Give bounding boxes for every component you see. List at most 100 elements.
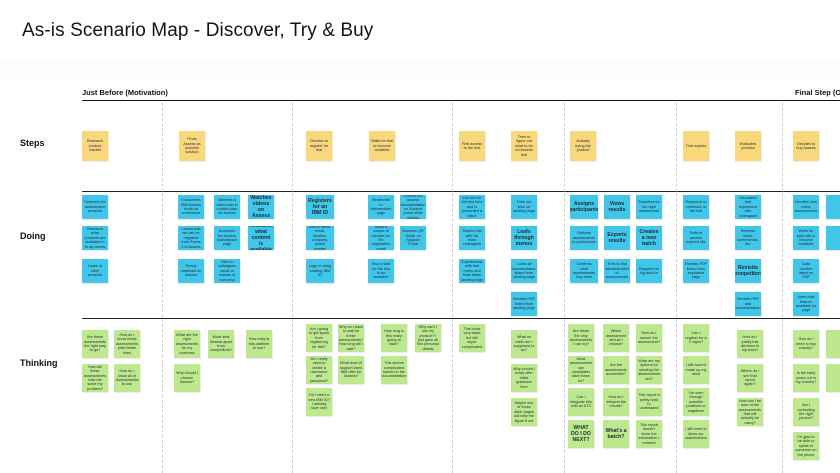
thinking-note: How do I know all of Assessments to use xyxy=(114,364,140,392)
thinking-note: How will these assessments help me solve… xyxy=(82,364,108,392)
doing-note-partial xyxy=(826,226,840,250)
doing-note: Exits to access expired site xyxy=(683,226,709,250)
thinking-note: Do I really need to create a username an… xyxy=(306,356,332,384)
stage-divider xyxy=(564,103,565,473)
doing-note: Creates a new batch xyxy=(636,226,662,250)
doing-note: Responds to extension of the trial xyxy=(683,195,709,219)
step-note: Waits for trial to become available xyxy=(369,131,395,161)
step-note: Evaluates process xyxy=(735,131,761,161)
doing-note: Registers for an IBM ID xyxy=(306,195,334,219)
doing-note: Logs in on trial and for the first time … xyxy=(459,195,485,219)
thinking-note: Where do I see that report again? xyxy=(737,364,763,392)
doing-note: Logs in using existing IBM ID xyxy=(306,259,334,283)
thinking-note: I still haven't made up my mind xyxy=(683,356,709,384)
thinking-note: Maybe one of those other pages will help… xyxy=(511,398,537,426)
thinking-note: What level of support does IBM offer for… xyxy=(338,356,364,384)
thinking-note: Am I contacting the right person? xyxy=(793,398,819,426)
thinking-note: Can I integrate this with an ATS xyxy=(568,388,594,416)
header-divider xyxy=(0,60,840,80)
row-divider-doing xyxy=(82,318,840,319)
thinking-note: How do I know these assessments yield be… xyxy=(114,330,140,358)
doing-note: Encounters IBM Assess booth at conferenc… xyxy=(178,195,204,219)
phase-end-label: Final Step (O xyxy=(795,88,840,97)
doing-note: Ready materials on Assess xyxy=(178,259,204,283)
thinking-note: What on earth am I supposed to do? xyxy=(511,330,537,358)
step-note: Decides to register for trial xyxy=(306,131,332,161)
thinking-note: What's a batch? xyxy=(603,420,629,448)
doing-note: Revisits PDF and documentation xyxy=(735,292,761,316)
thinking-note-partial xyxy=(826,330,840,358)
thinking-note: Is the early years out in my country? xyxy=(793,364,819,392)
doing-note: Tries out links on landing page xyxy=(511,195,537,219)
thinking-note: How do I justify this decision to my bos… xyxy=(737,330,763,358)
doing-note: Assigns participants xyxy=(570,195,598,219)
thinking-note: How do I need to buy exactly? xyxy=(793,330,819,358)
doing-note: Redirected to intermediate page xyxy=(368,195,394,219)
thinking-note: What are the right assessments for my bu… xyxy=(174,330,200,358)
row-label-doing: Doing xyxy=(20,231,46,241)
doing-note: Required to log back in xyxy=(636,259,662,283)
stage-divider xyxy=(292,103,293,473)
row-label-thinking: Thinking xyxy=(20,358,58,368)
doing-note: Research what products are available to … xyxy=(82,226,108,250)
page-title: As-is Scenario Map - Discover, Try & Buy xyxy=(22,20,374,41)
thinking-note-partial xyxy=(826,364,840,392)
doing-note: Views results xyxy=(604,195,630,219)
step-note: First access to the trial xyxy=(459,131,485,161)
step-note: Decides to buy Assess xyxy=(793,131,819,161)
thinking-note: Am I going to get spam from registering … xyxy=(306,324,332,352)
thinking-note: How can I be sure of the assessments tha… xyxy=(737,398,763,426)
thinking-note: Do I need a new IBM ID? I already have o… xyxy=(306,388,332,416)
thinking-note: This report doesn't show the information… xyxy=(636,420,662,448)
thinking-note: This seems complicated based on the docu… xyxy=(381,356,407,384)
doing-note: Enters name, email, location, company, p… xyxy=(306,226,334,250)
doing-note: Shares trial with his team colleagues xyxy=(459,226,485,250)
stage-divider xyxy=(676,103,677,473)
thinking-note: How long is this really going to take? xyxy=(381,324,407,352)
thinking-note: This looks very basic but still super co… xyxy=(459,324,485,352)
doing-note: Tries to find administration of assessme… xyxy=(604,259,630,283)
stage-divider xyxy=(452,103,453,473)
stage-divider xyxy=(782,103,783,473)
phase-timeline xyxy=(82,100,840,101)
thinking-note: This report is pretty hard to understand xyxy=(636,388,662,416)
doing-note: Searches for the right assessment xyxy=(636,195,662,219)
thinking-note: Why should I really offer initial guidan… xyxy=(511,364,537,392)
step-note: Research product market xyxy=(82,131,108,161)
doing-note: Waits for paid site to become available xyxy=(793,226,819,250)
thinking-note: WHAT DO I DO NEXT? xyxy=(568,420,594,448)
thinking-note: Which assessment should I choose? xyxy=(603,324,629,352)
doing-note: Learns that we can be migrated from Purv… xyxy=(178,226,204,250)
thinking-note: How easy is this platform to use? xyxy=(246,330,272,358)
thinking-note: Why can't I use my product? I just gave … xyxy=(415,324,441,352)
doing-note: Looks at documentation linked from landi… xyxy=(511,259,537,283)
doing-note: Revisits competitors xyxy=(735,259,761,283)
doing-note: Has to wait for the trial to be availabl… xyxy=(368,259,394,283)
thinking-note: How do I interpret the results? xyxy=(603,388,629,416)
thinking-note: Are these the only assessments I can try… xyxy=(568,324,594,352)
doing-note: Browses QR Guide on Support Portal xyxy=(400,226,426,250)
thinking-note: Are these assessments the right way to g… xyxy=(82,330,108,358)
doing-note: Revisits PDF linked from landing page xyxy=(511,292,537,316)
phase-start-label: Just Before (Motivation) xyxy=(82,88,168,97)
doing-note: Accesses the Assess Marketplace page xyxy=(214,226,240,250)
doing-note: Experiments with trial menu and finds bl… xyxy=(459,259,485,283)
thinking-note: Why do I have to wait for these assessme… xyxy=(338,324,364,352)
doing-note: Exports results xyxy=(604,226,630,250)
doing-note: Reviews notes, screenshots, etc. xyxy=(735,226,761,250)
step-note: Tries to figure out what to do on Assess… xyxy=(511,131,537,161)
thinking-note: What are my options for sending the asse… xyxy=(636,356,662,384)
doing-note: Watches videos on Assess xyxy=(248,195,274,219)
doing-note: Research what content is available xyxy=(248,226,274,250)
thinking-note: What assessments can candidates take the… xyxy=(568,356,594,384)
doing-note-partial xyxy=(826,195,840,219)
doing-note: Calls number listed on PDF xyxy=(793,259,819,283)
doing-note: Checks out Assess documentation on Suppo… xyxy=(400,195,426,219)
step-note: Finds Assess as possible solution xyxy=(179,131,205,161)
doing-note: Talks to colleagues inside or outside of… xyxy=(214,259,240,283)
doing-note: Looks at other products xyxy=(82,259,108,283)
doing-note: Decides how many assessments xyxy=(793,195,819,219)
row-divider-steps xyxy=(82,191,840,192)
thinking-note: What sets Assess apart from competitors? xyxy=(208,330,234,358)
thinking-note: How do I launch the assessment? xyxy=(636,324,662,352)
